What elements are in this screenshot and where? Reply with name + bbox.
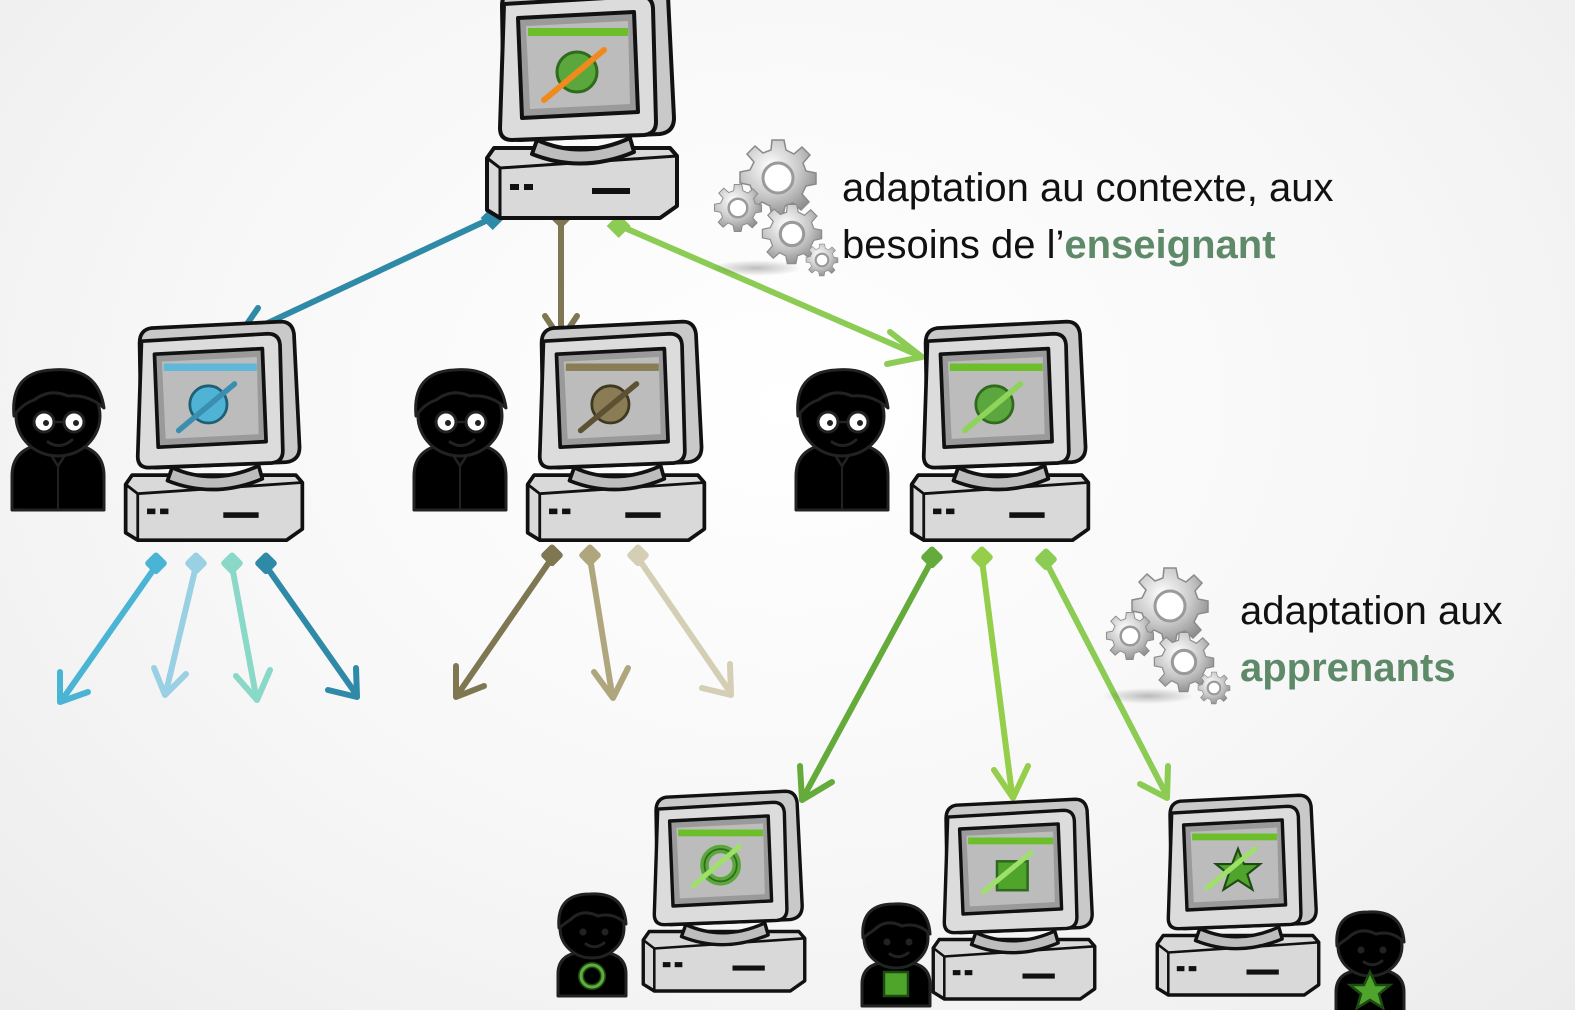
annotation-teacher-prefix: besoins de l’ — [842, 223, 1065, 267]
arrow-blue-1 — [57, 552, 167, 705]
computer-icon — [525, 319, 707, 543]
computer-icon — [485, 0, 679, 220]
computer-icon — [1155, 793, 1321, 997]
arrow-green-1 — [797, 546, 943, 803]
learner-icon: #l1 .body{fill:#7fbf6a}#l1 .head{fill:#7… — [556, 892, 628, 998]
annotation-teacher-line1: adaptation au contexte, aux — [842, 166, 1334, 210]
computer-icon — [123, 319, 305, 543]
arrow-blue-2 — [151, 552, 207, 698]
learner-icon: #l3 .body{fill:#7fbf6a}#l3 .head{fill:#7… — [1334, 910, 1406, 1010]
blue-arrows — [57, 552, 360, 705]
annotation-learners-line2: apprenants — [1240, 640, 1502, 697]
green-arrows — [797, 546, 1171, 803]
arrow-blue-4 — [255, 552, 360, 700]
teacher-icon: #tb .body{fill:#74c5cf}#tb .head{fill:#7… — [10, 368, 106, 512]
annotation-teacher: adaptation au contexte, aux besoins de l… — [842, 160, 1333, 274]
arrow-green-2 — [971, 546, 1031, 801]
arrow-root-to-green — [606, 213, 925, 367]
arrow-olive-3 — [627, 544, 734, 698]
annotation-teacher-line2: besoins de l’enseignant — [842, 217, 1333, 274]
olive-arrows — [453, 544, 734, 701]
teacher-icon: #tg .body{fill:#8fc77f}#tg .head{fill:#8… — [794, 368, 890, 512]
arrow-root-to-olive — [542, 204, 580, 343]
arrow-olive-2 — [579, 544, 631, 701]
arrow-blue-3 — [221, 552, 273, 703]
computer-icon — [909, 319, 1091, 543]
annotation-learners-line1: adaptation aux — [1240, 589, 1503, 633]
learner-icon: #l2 .body{fill:#7fbf6a}#l2 .head{fill:#7… — [860, 902, 932, 1008]
arrow-olive-1 — [453, 544, 563, 700]
annotation-teacher-emphasis: enseignant — [1064, 223, 1276, 267]
gears-icon — [1102, 568, 1230, 704]
teacher-icon: #to .body{fill:#cdbd9a}#to .head{fill:#c… — [412, 368, 508, 512]
arrow-green-3 — [1035, 548, 1171, 801]
computer-icon — [931, 797, 1097, 1001]
root-arrows — [235, 204, 925, 367]
gears-icon — [710, 140, 838, 276]
annotation-learners: adaptation aux apprenants — [1240, 583, 1502, 697]
computer-icon — [641, 789, 807, 993]
annotation-learners-emphasis: apprenants — [1240, 646, 1456, 690]
